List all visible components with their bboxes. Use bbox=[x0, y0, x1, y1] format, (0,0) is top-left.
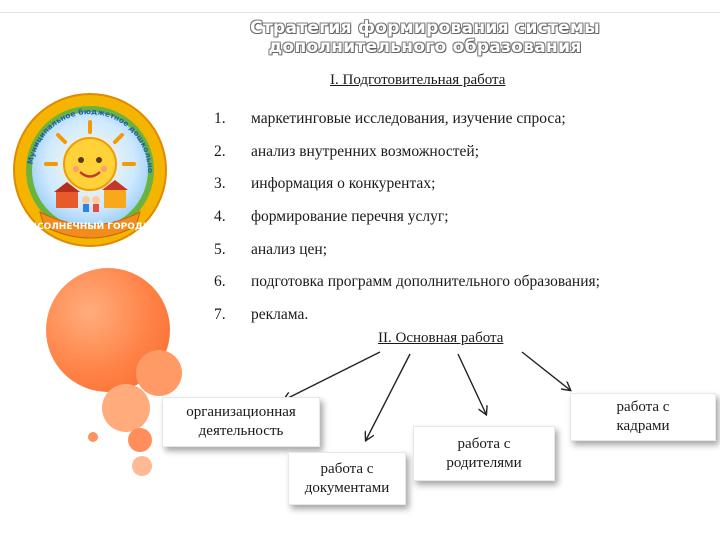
box-text-line: работа с bbox=[616, 399, 670, 415]
arrow-to-parents bbox=[457, 353, 486, 414]
box-work-with-documents: работа с документами bbox=[288, 452, 406, 505]
item-number: 3. bbox=[214, 175, 226, 193]
svg-text:"СОЛНЕЧНЫЙ ГОРОД": "СОЛНЕЧНЫЙ ГОРОД" bbox=[32, 220, 147, 232]
arrow-to-docs bbox=[366, 353, 411, 440]
item-text: формирование перечня услуг; bbox=[251, 208, 449, 226]
section-heading-preparatory: I. Подготовительная работа bbox=[330, 72, 506, 88]
item-number: 4. bbox=[214, 208, 226, 226]
item-number: 5. bbox=[214, 240, 226, 258]
item-number: 7. bbox=[214, 306, 226, 324]
decor-circle-small bbox=[102, 384, 150, 432]
title-line-2: дополнительного образования bbox=[268, 37, 582, 57]
decor-circle-dot bbox=[88, 432, 98, 442]
item-text: анализ внутренних возможностей; bbox=[251, 142, 479, 160]
item-text: анализ цен; bbox=[251, 240, 327, 258]
box-text-line: работа с bbox=[457, 435, 511, 452]
item-number: 1. bbox=[214, 110, 226, 127]
item-text: подготовка программ дополнительного обра… bbox=[251, 273, 600, 291]
box-text-line: деятельность bbox=[198, 423, 284, 439]
box-text-line: работа с bbox=[320, 460, 374, 477]
box-work-with-parents: работа с родителями bbox=[413, 426, 555, 481]
box-text-line: родителями bbox=[446, 454, 522, 471]
arrow-to-staff bbox=[521, 351, 570, 390]
item-number: 6. bbox=[214, 273, 226, 291]
decor-circle-small bbox=[128, 428, 152, 452]
item-text: реклама. bbox=[251, 306, 309, 324]
sun-city-logo: Муниципальное бюджетное дошкольное образ… bbox=[12, 92, 167, 247]
top-divider-line bbox=[0, 12, 720, 13]
box-text-line: кадрами bbox=[616, 418, 670, 434]
decor-circle-small bbox=[132, 456, 152, 476]
box-organizational-activity: организационная деятельность bbox=[162, 397, 320, 447]
arrow-to-org bbox=[284, 351, 381, 400]
box-work-with-staff: работа с кадрами bbox=[570, 393, 716, 441]
section-heading-main-work: II. Основная работа bbox=[378, 330, 504, 346]
box-text-line: организационная bbox=[186, 404, 296, 420]
title-line-1: Стратегия формирования системы bbox=[250, 18, 600, 38]
page-title: Стратегия формирования системы дополните… bbox=[205, 19, 645, 57]
box-text-line: документами bbox=[304, 479, 390, 496]
item-text: маркетинговые исследования, изучение спр… bbox=[251, 110, 566, 127]
item-number: 2. bbox=[214, 142, 226, 160]
decor-circle-medium bbox=[136, 350, 182, 396]
item-text: информация о конкурентах; bbox=[251, 175, 436, 193]
